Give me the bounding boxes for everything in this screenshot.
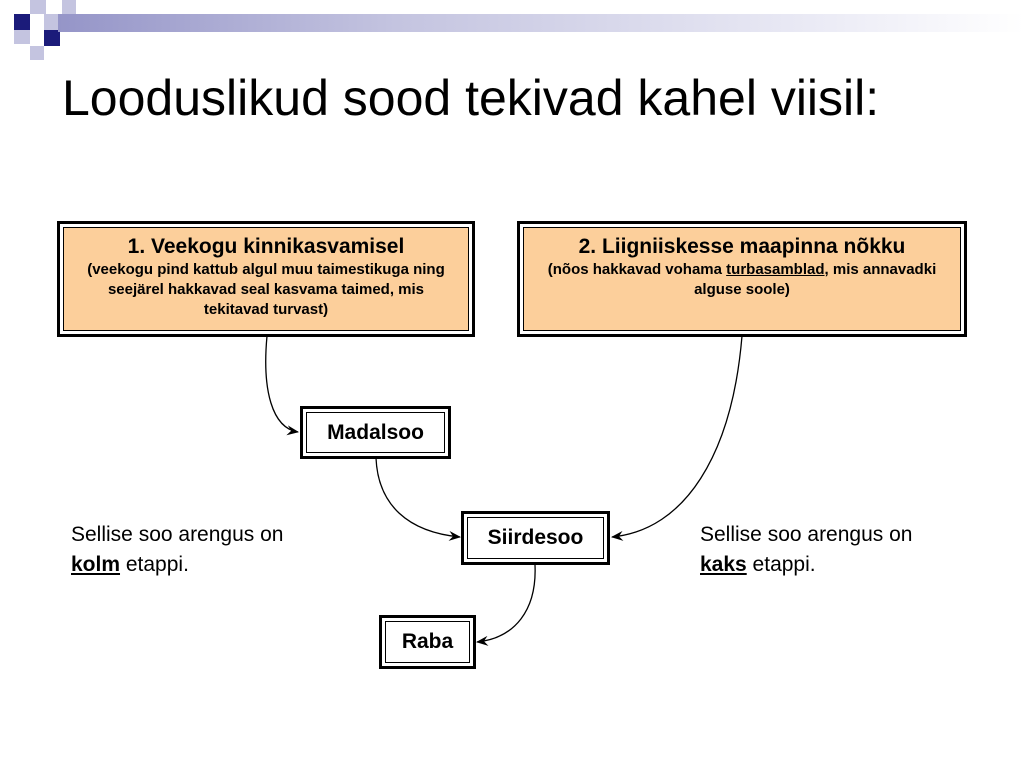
- arrow-source1-to-madalsoo: [265, 335, 299, 436]
- header-band: [58, 14, 1024, 32]
- note-left-count: kolm: [71, 553, 121, 576]
- arrow-source2-to-siirdesoo: [611, 335, 743, 541]
- slide-title: Looduslikud sood tekivad kahel viisil:: [62, 70, 880, 126]
- arrow-siirdesoo-to-raba: [476, 564, 536, 646]
- turbasamblad-term: turbasamblad: [726, 261, 825, 278]
- node-siirdesoo: Siirdesoo: [461, 511, 610, 565]
- note-right: Sellise soo arengus on kaks etappi.: [700, 523, 913, 576]
- arrow-madalsoo-to-siirdesoo: [375, 457, 461, 541]
- note-right-count: kaks: [700, 553, 747, 576]
- source-2-heading: 2. Liigniiskesse maapinna nõkku: [578, 235, 906, 258]
- source-1-description: (veekogu pind kattub algul muu taimestik…: [87, 261, 445, 318]
- note-left: Sellise soo arengus on kolm etappi.: [71, 523, 284, 576]
- source-box-1: 1. Veekogu kinnikasvamisel (veekogu pind…: [57, 221, 475, 337]
- corner-decoration: [0, 0, 80, 70]
- node-raba: Raba: [379, 615, 476, 669]
- source-2-description: (nõos hakkavad vohama turbasamblad, mis …: [547, 261, 937, 298]
- source-1-heading: 1. Veekogu kinnikasvamisel: [127, 235, 405, 258]
- node-madalsoo: Madalsoo: [300, 406, 451, 459]
- source-box-2: 2. Liigniiskesse maapinna nõkku (nõos ha…: [517, 221, 967, 337]
